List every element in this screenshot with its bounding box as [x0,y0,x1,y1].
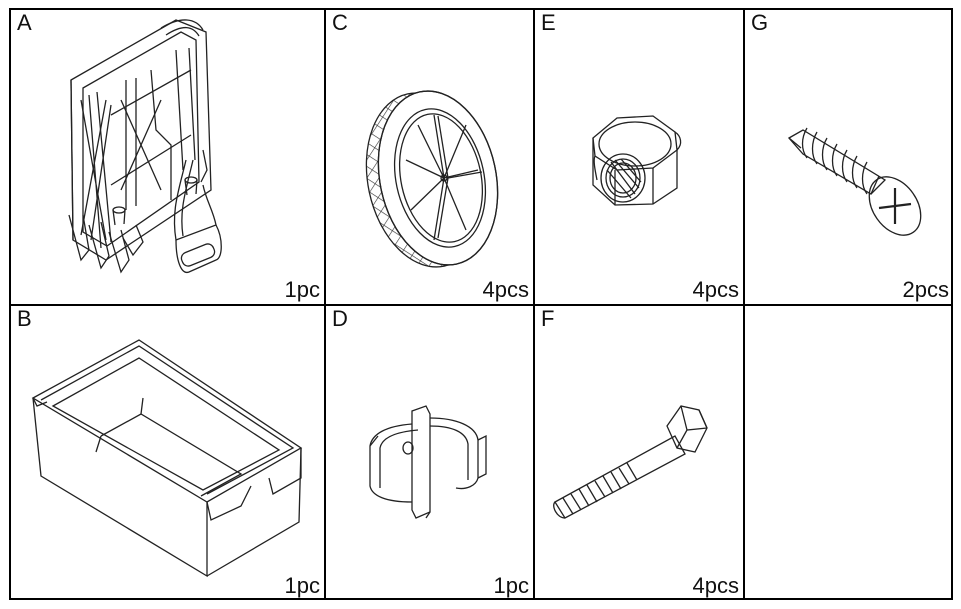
phillips-screw-icon [745,10,953,304]
empty-cell [745,306,953,600]
part-quantity: 4pcs [692,573,739,598]
part-quantity: 2pcs [902,277,949,302]
part-letter: E [541,10,556,35]
part-cell-c: C 4pcs [326,10,533,304]
part-cell-a: A 1pc [11,10,324,304]
part-quantity: 1pc [284,573,320,598]
part-quantity: 1pc [493,573,529,598]
tube-clip-icon [326,306,533,600]
fabric-tub-icon [11,306,324,600]
part-quantity: 4pcs [692,277,739,302]
parts-grid: A 1pc C 4pcs [9,8,953,600]
part-letter: B [17,306,32,331]
part-cell-d: D 1pc [326,306,533,600]
part-cell-b: B 1pc [11,306,324,600]
hex-bolt-icon [535,306,743,600]
part-letter: G [751,10,769,35]
part-letter: D [332,306,348,331]
grid-divider [11,304,951,306]
part-quantity: 4pcs [482,277,529,302]
part-letter: F [541,306,555,331]
part-letter: C [332,10,348,35]
part-cell-e: E 4pcs [535,10,743,304]
wheel-icon [326,10,533,304]
part-cell-g: G 2pcs [745,10,953,304]
part-quantity: 1pc [284,277,320,302]
hex-lock-nut-icon [535,10,743,304]
part-cell-f: F 4pcs [535,306,743,600]
folding-wagon-frame-icon [11,10,324,304]
part-letter: A [17,10,32,35]
